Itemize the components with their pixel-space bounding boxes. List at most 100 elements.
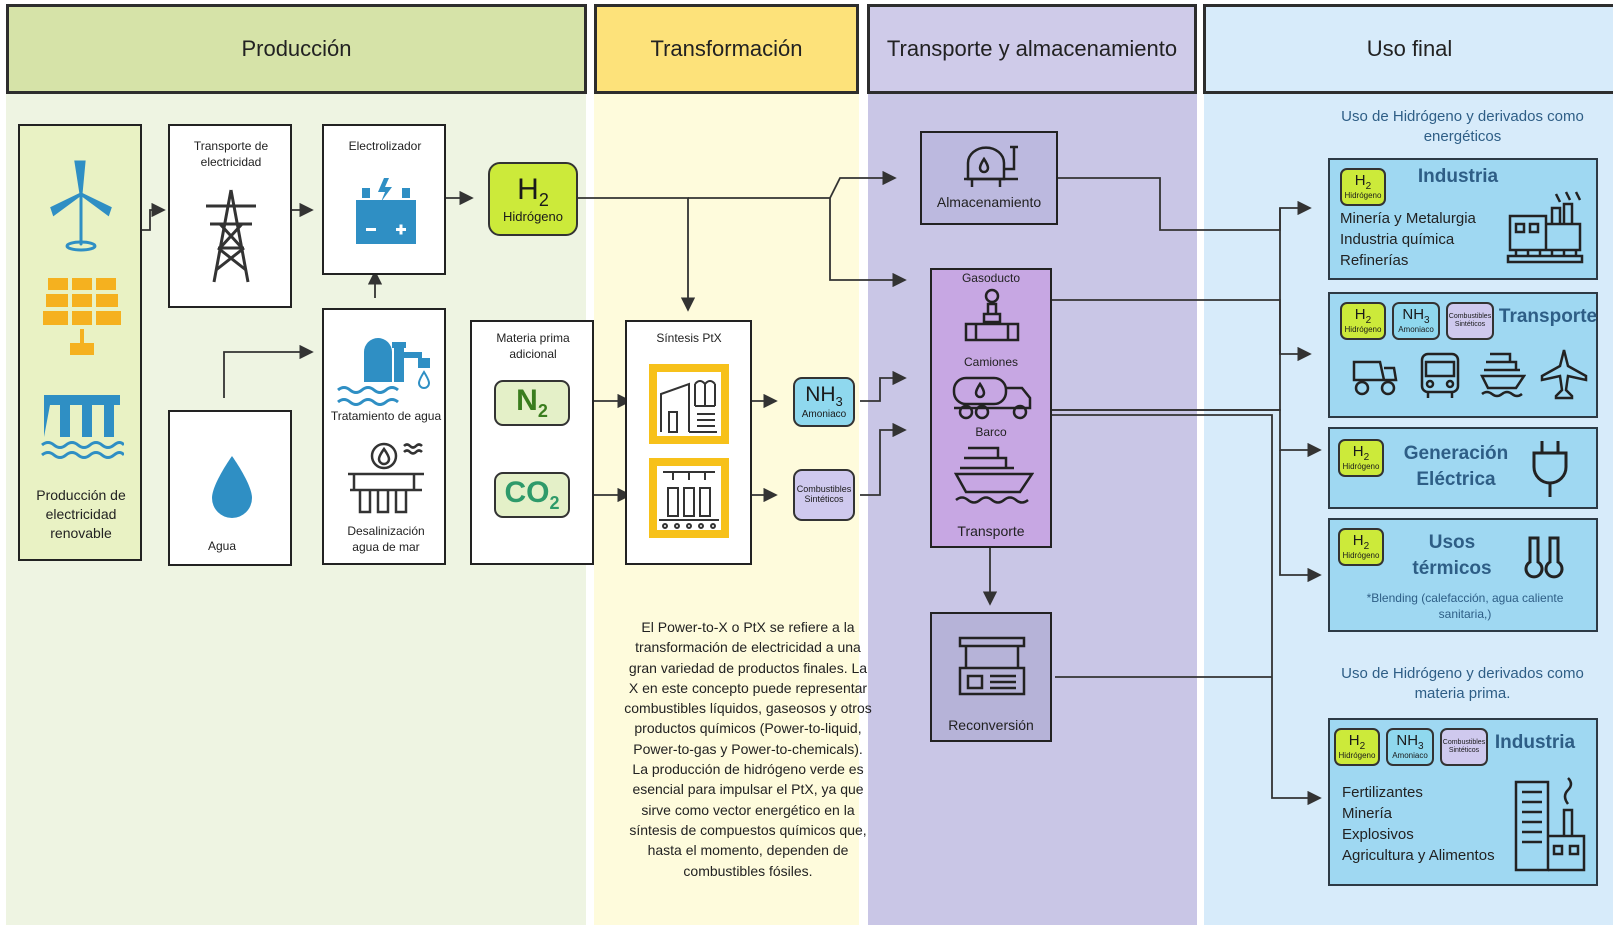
tratamiento-box: Tratamiento de agua Desalinización agua … [322, 308, 446, 565]
co2-symbol: CO [504, 476, 550, 509]
industria-h2-badge: H2 Hidrógeno [1340, 168, 1386, 206]
transformacion-header-text: Transformación [650, 36, 803, 61]
nh3-formula: NH3 [805, 384, 843, 408]
storage-tank-icon [964, 145, 1018, 187]
industria2-nh3-badge: NH3 Amoniaco [1386, 728, 1434, 766]
usos-termicos-title: Usos térmicos [1412, 532, 1492, 579]
generacion-h2-sub: 2 [1363, 452, 1370, 464]
transporte-nh3-name: Amoniaco [1398, 325, 1434, 335]
nh3-symbol: NH [805, 383, 836, 407]
transporte-uso-title: Transporte [1498, 306, 1598, 327]
usos-h2-sub: 2 [1363, 541, 1370, 553]
industria-card: H2 Hidrógeno Industria Minería y Metalur… [1328, 158, 1598, 280]
water-treatment-icon [337, 338, 431, 406]
camiones-label: Camiones [963, 355, 1019, 369]
reconversion-plant-icon [958, 636, 1026, 696]
uso-energetico-heading: Uso de Hidrógeno y derivados como energé… [1341, 108, 1584, 146]
renovable-box: Producción de electricidad renovable [18, 124, 142, 561]
transporte-cs-badge: Combustibles Sintéticos [1446, 302, 1494, 340]
industria2-h2-sub: 2 [1359, 741, 1366, 753]
water-drop-icon [212, 456, 252, 518]
pipeline-valve-icon [964, 288, 1020, 342]
amoniaco-badge: NH3 Amoniaco [793, 377, 855, 427]
chemical-plant-icon [657, 372, 721, 436]
industria2-nh3-name: Amoniaco [1392, 751, 1428, 761]
industria2-cs-badge: Combustibles Sintéticos [1440, 728, 1488, 766]
transformacion-header: Transformación [594, 4, 859, 94]
transporte-nh3-sub: 3 [1424, 315, 1430, 327]
sintesis-ptx-box: Síntesis PtX [625, 320, 752, 565]
ship-icon [954, 446, 1034, 504]
transporte-h2-symbol: H [1354, 306, 1366, 324]
transporte-header: Transporte y almacenamiento [867, 4, 1197, 94]
industria2-nh3-symbol: NH [1396, 732, 1419, 750]
tratamiento-label: Tratamiento de agua [330, 409, 442, 423]
combustibles-name: Combustibles Sintéticos [796, 484, 852, 504]
generacion-h2-formula: H2 [1353, 444, 1369, 463]
nh3-subscript: 3 [835, 394, 843, 410]
industria2-h2-name: Hidrógeno [1338, 751, 1376, 761]
co2-badge: CO2 [494, 472, 570, 518]
h2-symbol: H [517, 172, 539, 206]
industria2-h2-formula: H2 [1349, 733, 1365, 752]
industria-list: Minería y Metalurgia Industria química R… [1340, 208, 1476, 271]
industria2-nh3-formula: NH3 [1396, 733, 1423, 752]
industria2-item: Agricultura y Alimentos [1342, 847, 1495, 864]
transporte-electricidad-label: Transporte de electricidad [193, 139, 269, 170]
agua-box: Agua [168, 410, 292, 566]
usos-h2-symbol: H [1352, 532, 1364, 550]
transporte-label: Transporte [957, 523, 1025, 539]
transporte-nh3-badge: NH3 Amoniaco [1392, 302, 1440, 340]
industria2-item: Minería [1342, 805, 1393, 822]
amoniaco-name: Amoniaco [801, 408, 847, 420]
generacion-h2-badge: H2 Hidrógeno [1338, 439, 1384, 477]
transporte-nh3-formula: NH3 [1402, 307, 1429, 326]
industria2-title: Industria [1494, 732, 1576, 753]
wind-turbine-icon [50, 160, 112, 252]
co2-formula: CO2 [504, 476, 560, 513]
industria-h2-symbol: H [1354, 172, 1366, 190]
industria-h2-sub: 2 [1365, 181, 1372, 193]
h2-subscript: 2 [538, 189, 549, 210]
electrolyzer-icon [356, 178, 416, 244]
industria-title: Industria [1417, 166, 1499, 187]
transporte-h2-name: Hidrógeno [1344, 325, 1382, 335]
n2-subscript: 2 [537, 401, 548, 421]
produccion-header-text: Producción [241, 36, 352, 61]
hidrogeno-badge: H2 Hidrógeno [488, 162, 578, 236]
n2-symbol: N [516, 384, 538, 417]
agua-label: Agua [207, 539, 237, 553]
transporte-header-text: Transporte y almacenamiento [886, 36, 1178, 61]
almacenamiento-box: Almacenamiento [920, 131, 1058, 225]
industria-item: Industria química [1340, 231, 1455, 248]
reconversion-label: Reconversión [948, 717, 1034, 733]
usos-termicos-note: *Blending (calefacción, agua caliente sa… [1366, 591, 1564, 622]
combustibles-badge: Combustibles Sintéticos [793, 469, 855, 521]
co2-subscript: 2 [549, 493, 560, 513]
sintesis-ptx-label: Síntesis PtX [656, 331, 722, 345]
generacion-title: Generación Eléctrica [1403, 443, 1509, 490]
solar-panel-icon [43, 278, 121, 355]
dump-truck-icon [1352, 360, 1398, 396]
almacenamiento-label: Almacenamiento [936, 194, 1042, 210]
desalination-icon [348, 442, 424, 514]
bottling-plant-icon [657, 466, 721, 530]
usos-termicos-card: H2 Hidrógeno Usos térmicos *Blending (ca… [1328, 518, 1598, 632]
transporte-cs-name: Combustibles Sintéticos [1448, 313, 1492, 328]
ammonia-plant-tile [649, 364, 729, 444]
materia-prima-label: Materia prima adicional [496, 331, 570, 362]
industria-h2-formula: H2 [1355, 173, 1371, 192]
renovable-label: Producción de electricidad renovable [36, 487, 126, 541]
transporte-nh3-symbol: NH [1402, 306, 1425, 324]
hidrogeno-formula: H2 [517, 172, 549, 210]
barco-label: Barco [975, 425, 1007, 439]
n2-formula: N2 [516, 384, 548, 421]
uso-final-header: Uso final [1203, 4, 1613, 94]
factory-icon [1506, 191, 1584, 264]
industria2-cs-name: Combustibles Sintéticos [1442, 739, 1486, 754]
desalinizacion-label: Desalinización agua de mar [347, 524, 425, 554]
industria2-nh3-sub: 3 [1418, 741, 1424, 753]
transporte-h2-sub: 2 [1365, 315, 1372, 327]
uso-final-header-text: Uso final [1366, 36, 1453, 61]
gasoducto-label: Gasoducto [961, 271, 1021, 285]
